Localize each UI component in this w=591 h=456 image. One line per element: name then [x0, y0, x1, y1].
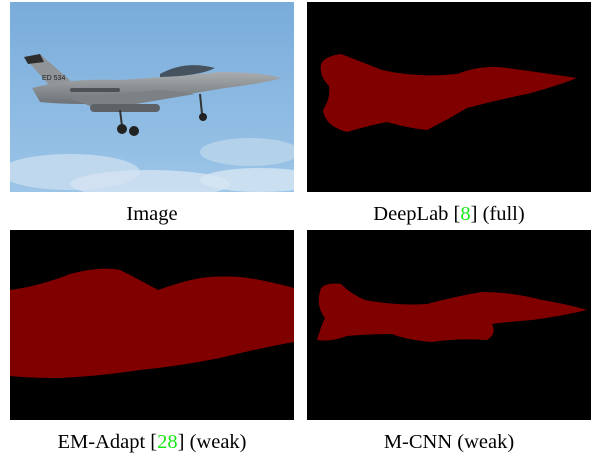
citation-link[interactable]: 28: [157, 431, 178, 453]
mask-region: [317, 283, 587, 342]
mcnn-mask-panel: [307, 230, 591, 420]
caption-deeplab: DeepLab [8] (full): [373, 203, 525, 225]
aircraft-marking: ED 534: [42, 75, 65, 82]
caption-em-adapt: EM-Adapt [28] (weak): [57, 431, 247, 453]
mask-region: [320, 54, 577, 132]
deeplab-mask-panel: [307, 2, 591, 192]
citation-link[interactable]: 8: [460, 203, 471, 225]
caption-mcnn: M-CNN (weak): [383, 431, 515, 453]
mask-region: [10, 268, 294, 378]
jet-photo: ED 534: [10, 2, 294, 192]
mcnn-mask: [307, 230, 591, 420]
em-adapt-mask-panel: [10, 230, 294, 420]
em-adapt-mask: [10, 230, 294, 420]
deeplab-mask: [307, 2, 591, 192]
input-image-panel: ED 534: [10, 2, 294, 192]
caption-image: Image: [126, 203, 178, 225]
